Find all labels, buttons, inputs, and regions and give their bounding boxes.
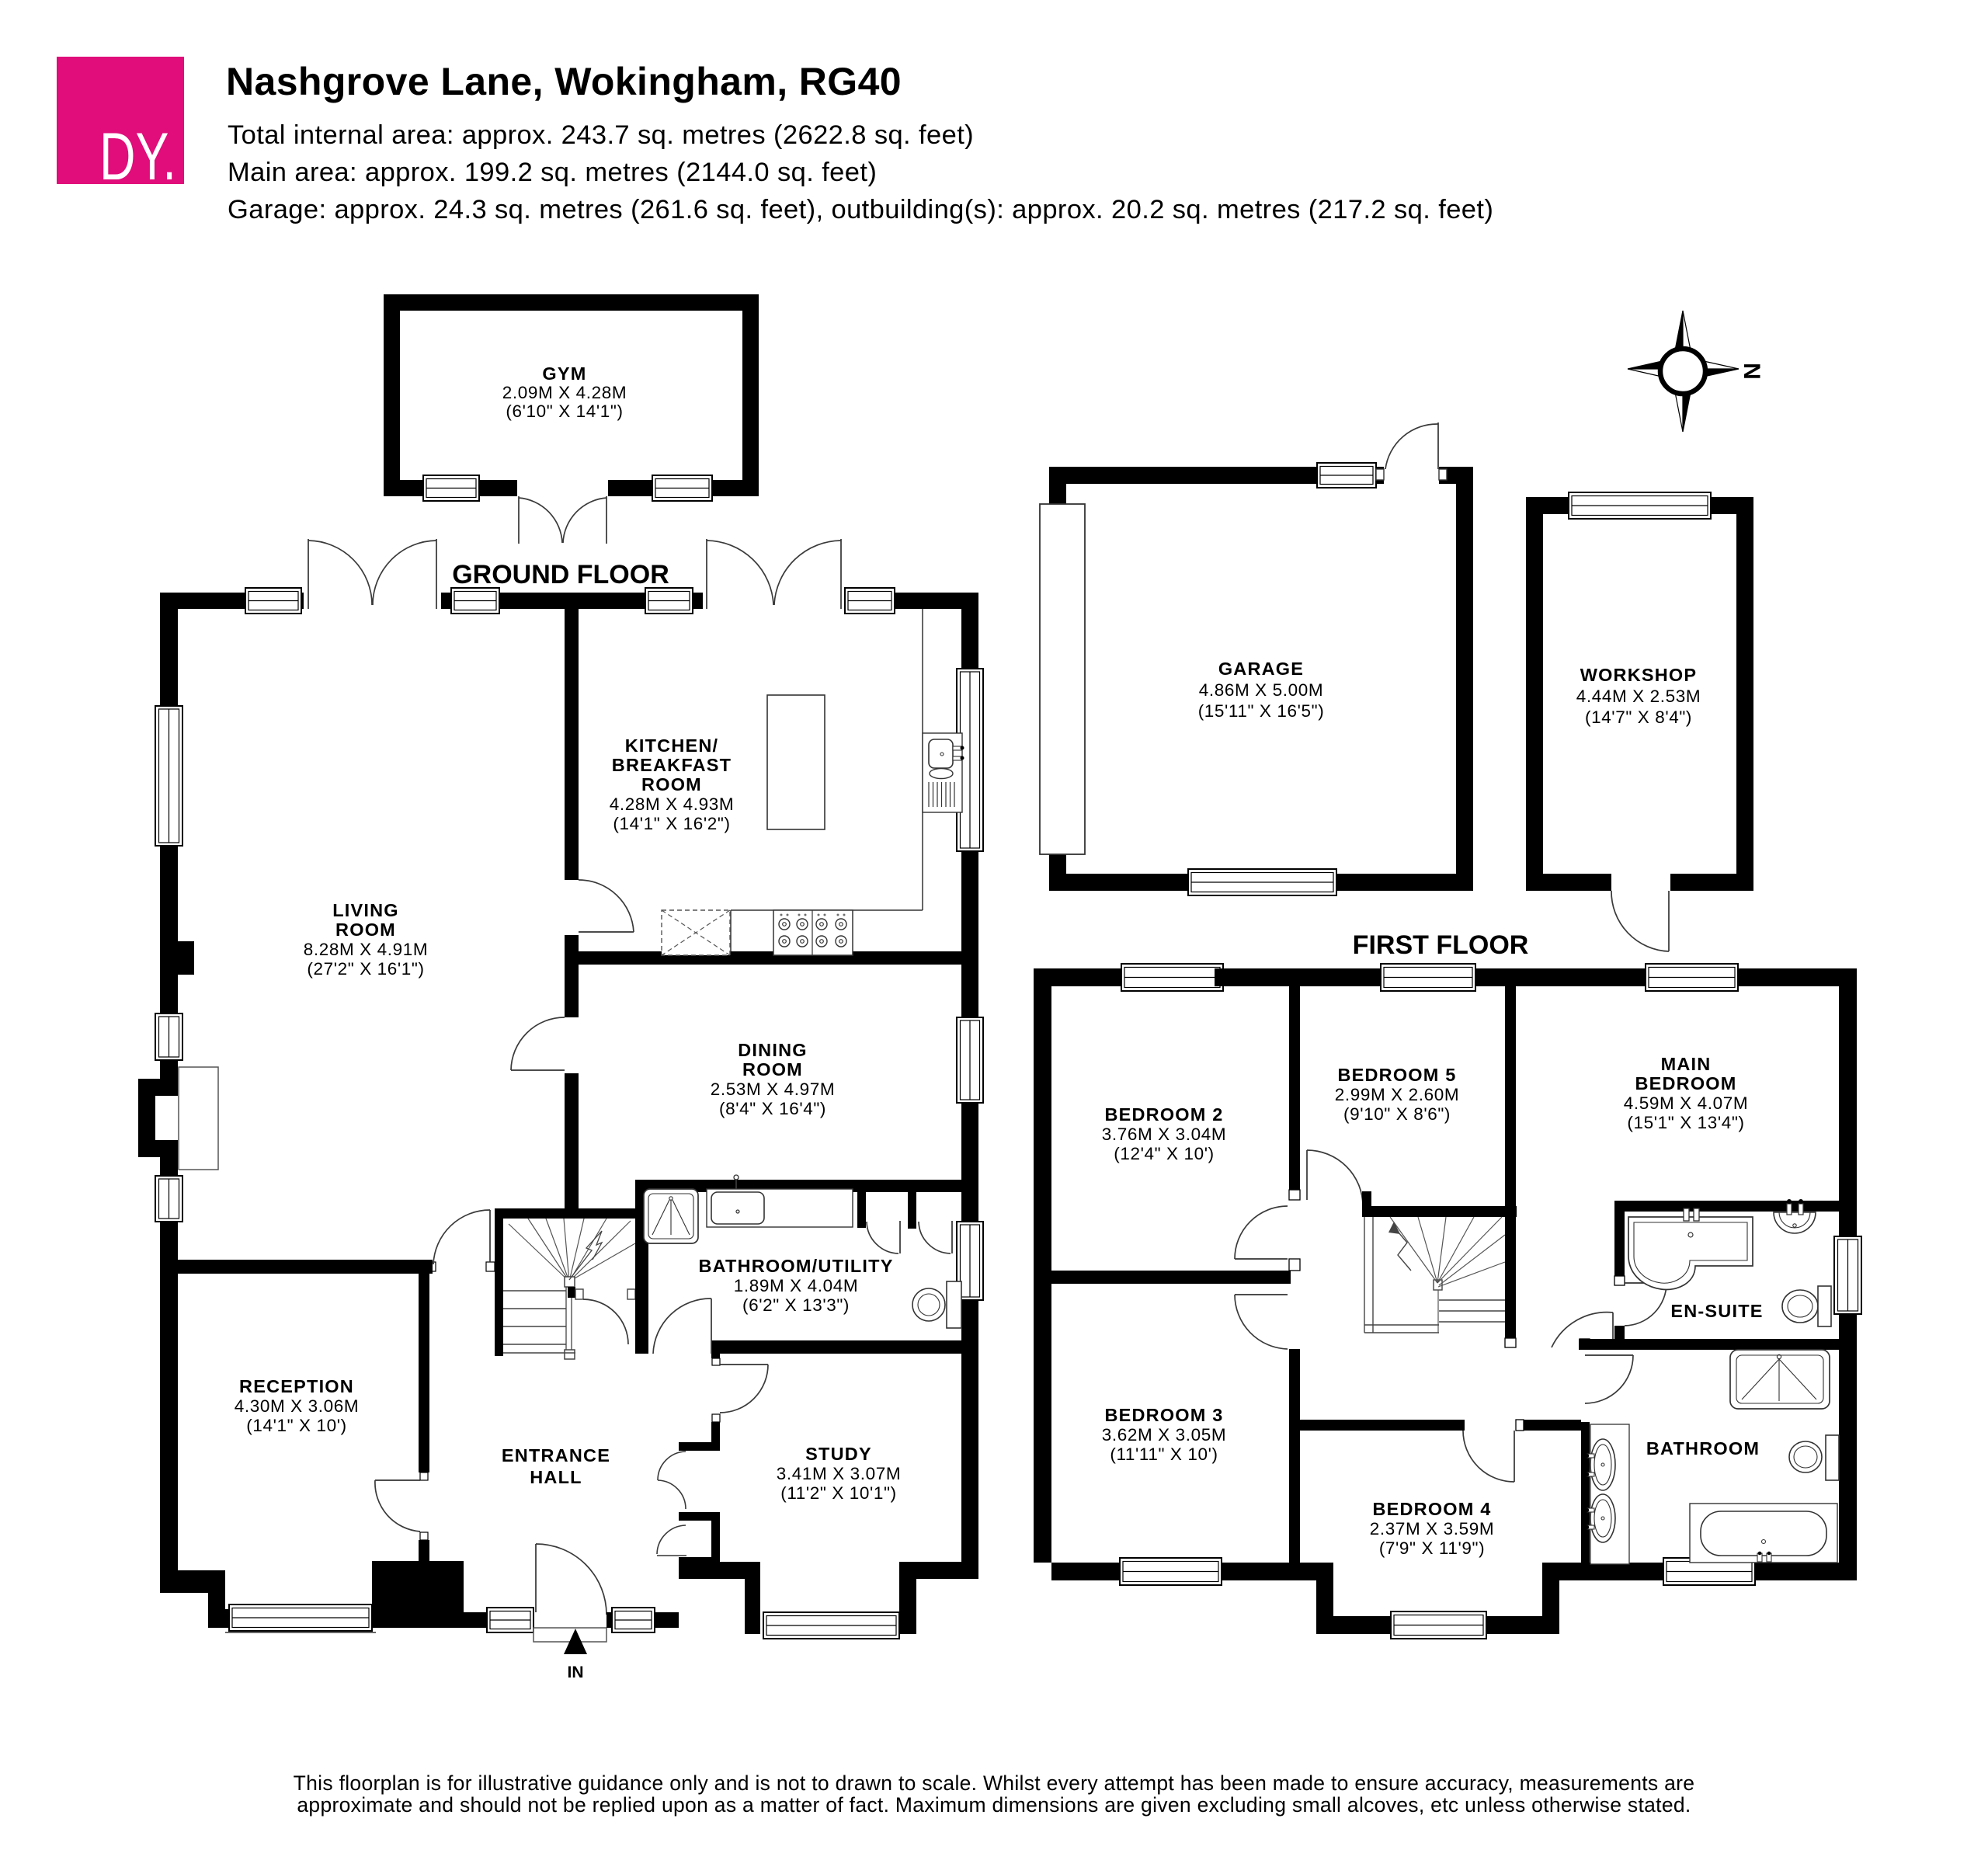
svg-text:4.30M X 3.06M: 4.30M X 3.06M bbox=[235, 1396, 359, 1416]
svg-text:(12'4" X 10'): (12'4" X 10') bbox=[1114, 1144, 1214, 1163]
svg-text:MAIN: MAIN bbox=[1661, 1054, 1712, 1074]
svg-text:2.09M X 4.28M: 2.09M X 4.28M bbox=[502, 383, 627, 402]
svg-text:2.37M X 3.59M: 2.37M X 3.59M bbox=[1370, 1519, 1494, 1538]
svg-text:This floorplan is for illustra: This floorplan is for illustrative guida… bbox=[294, 1771, 1695, 1795]
svg-text:(14'1" X 16'2"): (14'1" X 16'2") bbox=[613, 814, 730, 833]
svg-text:BEDROOM: BEDROOM bbox=[1635, 1073, 1736, 1093]
svg-text:BEDROOM 5: BEDROOM 5 bbox=[1337, 1065, 1456, 1085]
svg-text:(9'10" X 8'6"): (9'10" X 8'6") bbox=[1343, 1104, 1451, 1124]
svg-text:(11'11" X 10'): (11'11" X 10') bbox=[1110, 1445, 1218, 1464]
svg-text:(27'2" X 16'1"): (27'2" X 16'1") bbox=[307, 959, 424, 979]
svg-text:approximate and should not be: approximate and should not be replied up… bbox=[297, 1793, 1691, 1817]
svg-text:LIVING: LIVING bbox=[332, 900, 399, 920]
svg-text:ROOM: ROOM bbox=[742, 1059, 803, 1080]
svg-text:4.44M X 2.53M: 4.44M X 2.53M bbox=[1576, 687, 1701, 706]
svg-text:FIRST FLOOR: FIRST FLOOR bbox=[1353, 930, 1529, 960]
svg-text:STUDY: STUDY bbox=[805, 1444, 872, 1464]
svg-text:ROOM: ROOM bbox=[335, 920, 396, 940]
svg-text:Nashgrove Lane, Wokingham, RG4: Nashgrove Lane, Wokingham, RG40 bbox=[226, 60, 902, 103]
svg-text:4.86M X 5.00M: 4.86M X 5.00M bbox=[1199, 680, 1323, 700]
svg-text:KITCHEN/: KITCHEN/ bbox=[625, 735, 719, 756]
svg-text:HALL: HALL bbox=[530, 1467, 582, 1487]
svg-text:(7'9" X 11'9"): (7'9" X 11'9") bbox=[1379, 1538, 1485, 1558]
svg-text:IN: IN bbox=[568, 1664, 584, 1681]
svg-text:EN-SUITE: EN-SUITE bbox=[1670, 1301, 1763, 1321]
svg-text:GARAGE: GARAGE bbox=[1218, 659, 1304, 679]
svg-text:Total internal area: approx. 2: Total internal area: approx. 243.7 sq. m… bbox=[228, 120, 974, 150]
svg-text:BREAKFAST: BREAKFAST bbox=[612, 755, 732, 775]
svg-text:ROOM: ROOM bbox=[641, 774, 702, 794]
svg-text:(8'4" X 16'4"): (8'4" X 16'4") bbox=[719, 1099, 826, 1118]
svg-text:BEDROOM 2: BEDROOM 2 bbox=[1104, 1104, 1223, 1125]
svg-text:ENTRANCE: ENTRANCE bbox=[502, 1445, 610, 1465]
svg-text:2.99M X 2.60M: 2.99M X 2.60M bbox=[1335, 1085, 1459, 1104]
svg-text:(6'10" X 14'1"): (6'10" X 14'1") bbox=[506, 402, 623, 421]
svg-text:BATHROOM/UTILITY: BATHROOM/UTILITY bbox=[698, 1256, 893, 1276]
svg-text:BATHROOM: BATHROOM bbox=[1646, 1438, 1760, 1458]
svg-text:BEDROOM 4: BEDROOM 4 bbox=[1372, 1499, 1491, 1519]
svg-text:N: N bbox=[1739, 363, 1764, 380]
svg-text:DINING: DINING bbox=[738, 1040, 807, 1060]
svg-text:(14'7" X 8'4"): (14'7" X 8'4") bbox=[1585, 708, 1692, 727]
svg-text:3.76M X 3.04M: 3.76M X 3.04M bbox=[1102, 1125, 1226, 1144]
svg-text:1.89M X 4.04M: 1.89M X 4.04M bbox=[734, 1276, 858, 1295]
svg-text:Garage: approx. 24.3 sq. metre: Garage: approx. 24.3 sq. metres (261.6 s… bbox=[228, 195, 1493, 224]
svg-text:2.53M X 4.97M: 2.53M X 4.97M bbox=[711, 1080, 835, 1099]
svg-text:(15'1" X 13'4"): (15'1" X 13'4") bbox=[1627, 1113, 1744, 1132]
svg-text:DY.: DY. bbox=[99, 120, 176, 194]
svg-text:8.28M X 4.91M: 8.28M X 4.91M bbox=[304, 940, 428, 959]
svg-text:(15'11" X 16'5"): (15'11" X 16'5") bbox=[1198, 701, 1325, 721]
svg-text:(11'2" X 10'1"): (11'2" X 10'1") bbox=[780, 1483, 896, 1503]
svg-text:4.28M X 4.93M: 4.28M X 4.93M bbox=[610, 794, 734, 814]
svg-text:3.62M X 3.05M: 3.62M X 3.05M bbox=[1102, 1425, 1226, 1445]
svg-text:GYM: GYM bbox=[542, 363, 586, 384]
svg-text:(14'1" X 10'): (14'1" X 10') bbox=[246, 1416, 346, 1435]
svg-text:3.41M X 3.07M: 3.41M X 3.07M bbox=[777, 1464, 901, 1483]
svg-text:WORKSHOP: WORKSHOP bbox=[1580, 665, 1698, 685]
svg-text:4.59M X 4.07M: 4.59M X 4.07M bbox=[1624, 1093, 1748, 1113]
svg-text:RECEPTION: RECEPTION bbox=[239, 1376, 354, 1396]
svg-text:Main area: approx. 199.2 sq. m: Main area: approx. 199.2 sq. metres (214… bbox=[228, 158, 877, 187]
svg-text:BEDROOM 3: BEDROOM 3 bbox=[1104, 1405, 1223, 1425]
svg-text:GROUND FLOOR: GROUND FLOOR bbox=[452, 560, 669, 589]
svg-text:(6'2" X 13'3"): (6'2" X 13'3") bbox=[742, 1295, 850, 1315]
